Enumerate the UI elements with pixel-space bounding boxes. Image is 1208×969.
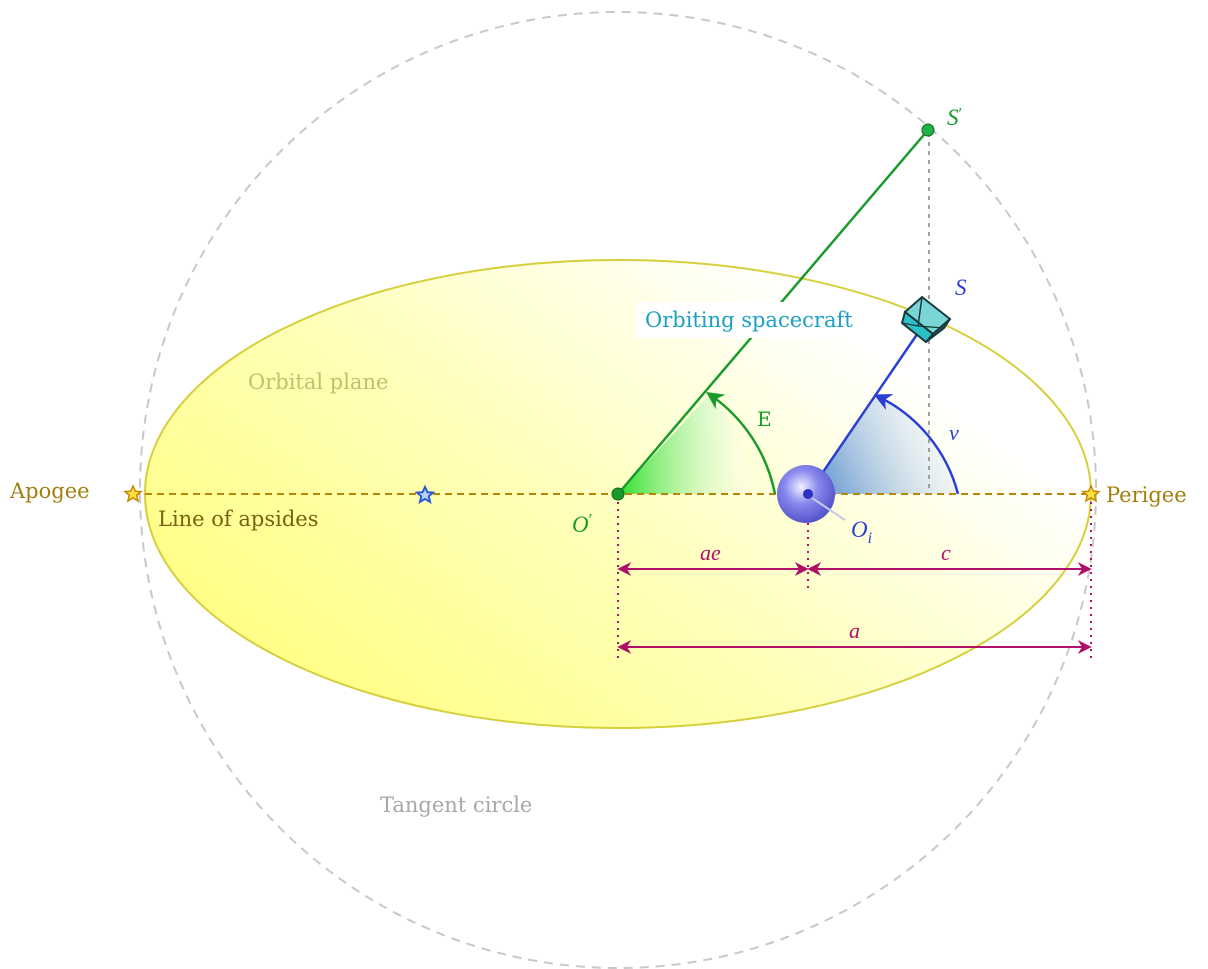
eccentric-anomaly-arc [706,392,777,495]
true-anomaly-wedge [808,396,958,494]
focus-point-label: Oi [851,517,872,547]
orbital-plane-label: Orbital plane [248,370,388,394]
spacecraft-point-base: S [955,275,967,300]
true-radius-line [806,329,922,495]
perigee-star-icon [1081,484,1101,503]
projected-point [921,123,935,137]
spacecraft-label: Orbiting spacecraft [645,308,853,332]
focus-point [803,489,813,499]
true-anomaly-arc [873,394,960,495]
center-point [611,487,625,501]
dim-ae-label: ae [700,540,721,565]
tangent-circle [139,11,1097,969]
focus-point-base: O [851,517,868,542]
spacecraft-icon [900,295,952,344]
projected-point-label: S′ [947,104,962,130]
eccentric-anomaly-wedge [618,396,751,494]
tangent-circle-label: Tangent circle [380,793,532,817]
apogee-label: Apogee [9,479,90,503]
apogee-star-icon [123,484,143,503]
empty-focus-star-icon [414,484,436,505]
true-anomaly-label: ν [949,420,959,445]
eccentric-anomaly-label: E [757,407,772,431]
dim-c-label: c [941,540,951,565]
dim-a-label: a [849,618,860,643]
spacecraft-label-bg [636,302,882,338]
line-of-apsides-label: Line of apsides [158,507,318,531]
center-point-base: O [572,512,589,537]
projected-point-prime: ′ [959,104,963,123]
spacecraft-point-label: S [955,275,967,300]
focus-point-sub: i [868,530,872,547]
focus-leader-line [811,497,846,521]
center-point-label: O′ [572,510,592,537]
center-point-prime: ′ [589,510,593,529]
perigee-label: Perigee [1106,483,1187,507]
projected-point-base: S [947,105,959,130]
